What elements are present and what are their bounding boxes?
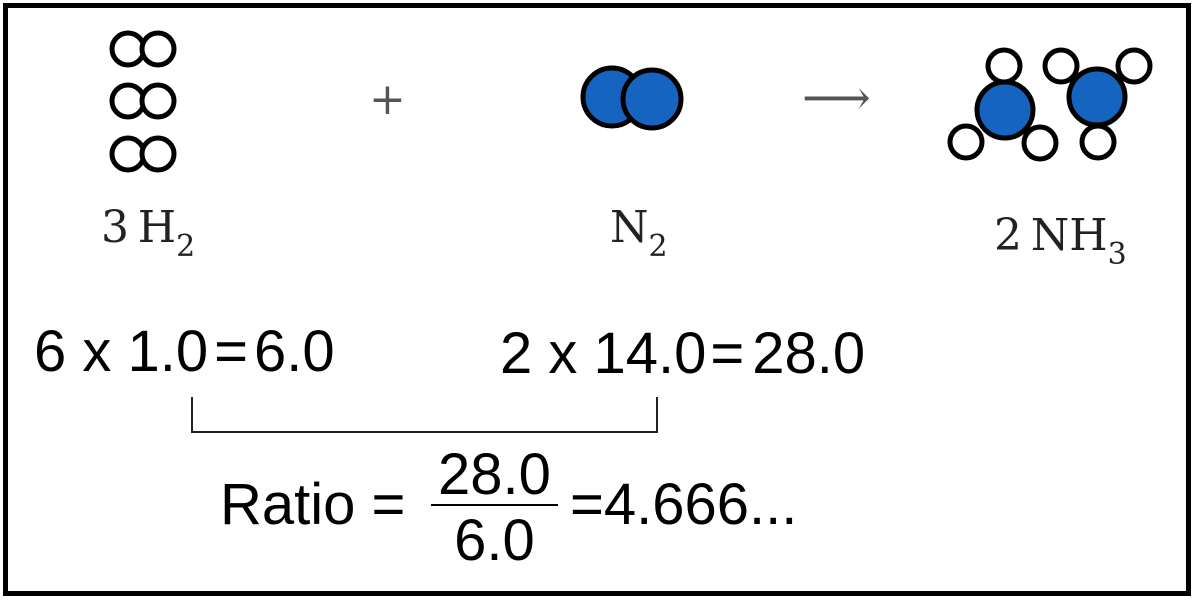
nh3-formula: 2 NH3 (994, 214, 1127, 270)
n-atomic-mass: 14.0 (593, 321, 707, 386)
nitrogen-atom (620, 67, 684, 131)
hydrogen-atom (1115, 47, 1153, 85)
hydrogen-atom (985, 47, 1023, 85)
reaction-arrow: ⟶ (802, 70, 871, 126)
hydrogen-molecules (109, 30, 177, 173)
n-count: 2 (500, 321, 533, 386)
h-total-mass: 6.0 (254, 319, 335, 384)
hydrogen-atom (109, 135, 147, 173)
bracket-connector (191, 397, 658, 433)
hydrogen-atom (947, 123, 985, 161)
ratio-equals-2: = (570, 472, 604, 537)
h2-molecule (109, 135, 177, 173)
nitrogen-atom (974, 79, 1036, 141)
h2-coefficient: 3 (101, 202, 129, 253)
ratio-result: =4.666... (570, 476, 797, 534)
n2-formula: N2 (610, 206, 668, 262)
n-equals: = (710, 321, 745, 386)
nh3-subscript: 3 (1107, 237, 1127, 272)
hydrogen-atom (1042, 47, 1080, 85)
h-equals: = (214, 319, 249, 384)
h2-symbol: H (137, 202, 177, 253)
h-count: 6 (34, 319, 67, 384)
n-total-mass: 28.0 (752, 321, 866, 386)
ratio-equals: = (371, 472, 406, 537)
nitrogen-mass-calc: 2 x 14.0=28.0 (500, 325, 865, 383)
nh3-coefficient: 2 (994, 210, 1022, 261)
h-times: x (82, 319, 112, 384)
ratio-label: Ratio = (220, 476, 405, 534)
h2-formula: 3 H2 (101, 206, 195, 262)
hydrogen-atom (109, 30, 147, 68)
nh3-symbol: NH (1030, 210, 1108, 261)
plus-sign: + (369, 74, 406, 125)
ratio-value: 4.666... (603, 472, 798, 537)
hydrogen-atom (1079, 123, 1117, 161)
h2-molecule (109, 82, 177, 120)
n2-symbol: N (610, 202, 649, 253)
hydrogen-atom (1021, 124, 1059, 162)
n-times: x (548, 321, 578, 386)
hydrogen-mass-calc: 6 x 1.0=6.0 (34, 323, 335, 381)
nitrogen-atom (1066, 66, 1128, 128)
nh3-molecule (947, 47, 1059, 162)
hydrogen-atom (139, 30, 177, 68)
h2-molecule (109, 30, 177, 68)
n2-molecule (580, 65, 684, 131)
ratio-denominator: 6.0 (454, 508, 535, 573)
ratio-word: Ratio (220, 472, 356, 537)
hydrogen-atom (139, 135, 177, 173)
h-atomic-mass: 1.0 (127, 319, 209, 384)
hydrogen-atom (109, 82, 147, 120)
nh3-molecule (1042, 47, 1153, 161)
hydrogen-atom (139, 82, 177, 120)
ratio-numerator: 28.0 (438, 442, 551, 507)
h2-subscript: 2 (176, 229, 196, 264)
n2-subscript: 2 (648, 229, 668, 264)
